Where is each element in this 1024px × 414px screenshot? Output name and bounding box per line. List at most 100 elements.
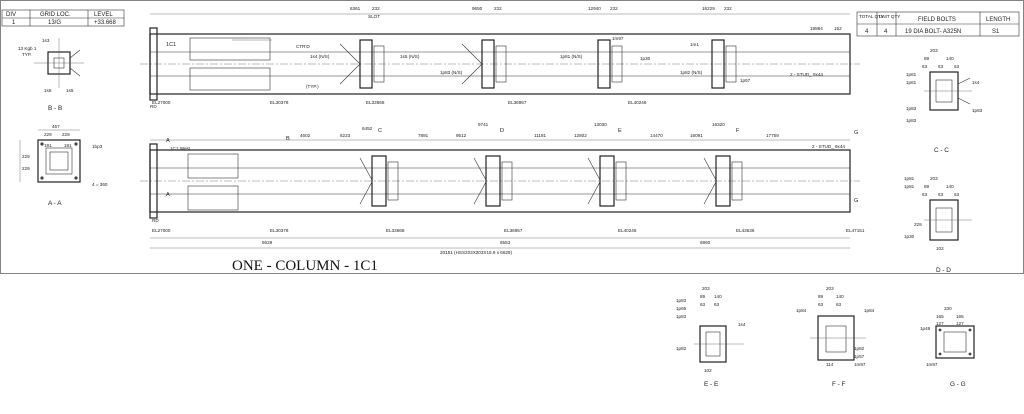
drawing-title: ONE - COLUMN - 1C1: [232, 258, 378, 274]
table-cell-bolts: 19 DIA BOLT- A325N: [905, 29, 961, 35]
aa-dim-360: 4 = 360: [92, 182, 108, 187]
gg-dim-2: 165: [956, 314, 964, 319]
mid-dim-11: 16320: [712, 122, 725, 127]
table-header-bolts: FIELD BOLTS: [918, 17, 956, 23]
conn-top-1: [339, 39, 385, 89]
top-dim-2: 9650: [472, 6, 483, 11]
ff-dim-5: 1p84: [796, 308, 807, 313]
bb-note-kgb: 13 Kgb 1: [18, 46, 37, 51]
conn-bot-1: [359, 155, 399, 207]
cut-marker-e: E: [618, 128, 622, 134]
top-dim-8: 19884: [810, 26, 823, 31]
gg-dim-1: 165: [936, 314, 944, 319]
aa-dim-229a: 229: [44, 132, 52, 137]
cc-dim-3: 63: [922, 64, 928, 69]
cc-dim-10: 1s4: [972, 80, 980, 85]
ee-dim-9: 102: [704, 368, 712, 373]
dd-dim-5: 63: [954, 192, 960, 197]
aa-dim-229d: 229: [22, 166, 30, 171]
elevation-top: 6361 232 9650 232 12940 232 16229 232 19…: [140, 6, 860, 109]
el-bot-2: EL33668: [386, 228, 405, 233]
section-label-bb: B - B: [48, 105, 62, 112]
hss-label: 20151 (HSS203X203X15.9 x 6629): [440, 250, 512, 255]
table-header-grid: GRID LOC.: [40, 12, 71, 18]
cc-dim-6: 1p81: [906, 72, 917, 77]
gg-dim-5: 1p48: [920, 326, 931, 331]
ee-dim-1: 89: [700, 294, 706, 299]
el-top-0: EL27000: [152, 100, 171, 105]
bot-dim-0: 6629: [262, 240, 273, 245]
note-1m97: 1m97: [612, 36, 624, 41]
division-table: DIV GRID LOC. LEVEL 1 13/G +33.668: [1, 9, 125, 27]
cc-dim-7: 1p81: [906, 80, 917, 85]
note-1m1: 1m1: [690, 42, 699, 47]
el-bot-5: EL43536: [736, 228, 755, 233]
section-e-e: 203 89 140 63 63 1p83 1p65 1p83 1p82 102…: [676, 286, 746, 388]
typ-label: (TYP.): [306, 84, 319, 89]
table-header-total: TOTAL QTY: [859, 14, 884, 19]
aa-dim-229b: 229: [62, 132, 70, 137]
table-cell-grid: 13/G: [48, 20, 61, 26]
bb-note-1s3: 1s3: [42, 38, 50, 43]
ff-dim-10: 1m97: [854, 362, 866, 367]
mid-dim-6: 11181: [534, 133, 547, 138]
section-label-ff: F - F: [832, 381, 846, 388]
section-c-c: 203 89 140 63 63 63 1p81 1p81 1p83 1p83 …: [906, 48, 983, 154]
note-1s5: 1s5 (N/S): [400, 54, 420, 59]
stud-top: 2 - STUD_ 9x44: [790, 72, 823, 77]
ff-dim-8: 1p82: [854, 346, 865, 351]
mid-dim-1: 6223: [340, 133, 351, 138]
conn-bot-4: [703, 155, 743, 207]
dd-dim-4: 63: [938, 192, 944, 197]
top-dim-1: 232: [372, 6, 380, 11]
field-bolts-table: TOTAL QTY UNIT QTY FIELD BOLTS LENGTH 4 …: [856, 11, 1020, 37]
ctrd-label: CTR'D: [296, 44, 310, 49]
section-d-d: 203 89 140 63 63 63 1p81 1p81 1p30 102 2…: [904, 176, 972, 274]
dd-dim-3: 63: [922, 192, 928, 197]
bb-note-1s5b: 1s5: [66, 88, 74, 93]
conn-bot-2: [473, 155, 513, 207]
mid-dim-3: 7891: [418, 133, 429, 138]
mid-dim-8: 13030: [594, 122, 607, 127]
ee-dim-8: 1p82: [676, 346, 687, 351]
mid-dim-5: 9741: [478, 122, 489, 127]
dd-dim-10: 229: [914, 222, 922, 227]
mid-dim-4: 9512: [456, 133, 467, 138]
dd-dim-0: 203: [930, 176, 938, 181]
bot-dim-1: 6553: [500, 240, 511, 245]
cc-dim-9: 1p83: [906, 118, 917, 123]
top-dim-3: 232: [494, 6, 502, 11]
top-dim-0: 6361: [350, 6, 361, 11]
table-header-unit: UNIT QTY: [879, 14, 900, 19]
gg-dim-3: 127: [936, 321, 944, 326]
note-1p83: 1p83 (N/S): [440, 70, 463, 75]
mark-1c1: 1C1: [166, 42, 176, 48]
cut-marker-g-bot: G: [854, 198, 858, 204]
section-label-dd: D - D: [936, 267, 951, 274]
section-label-aa: A - A: [48, 200, 62, 207]
dd-dim-8: 1p30: [904, 234, 915, 239]
ff-dim-4: 63: [836, 302, 842, 307]
dd-dim-1: 89: [924, 184, 930, 189]
cc-dim-1: 89: [924, 56, 930, 61]
bb-note-1s5a: 1s5: [44, 88, 52, 93]
section-a-a: 457 229 229 191 191 229 229 4 = 360 1bp3…: [19, 124, 108, 207]
aa-dim-191a: 191: [44, 143, 52, 148]
cc-dim-8: 1p83: [906, 106, 917, 111]
section-g-g: 330 165 165 127 127 1p48 1m97 G - G: [920, 306, 975, 388]
cut-marker-b: B: [286, 136, 290, 142]
slot-label: SLOT: [368, 14, 380, 19]
conn-top-4: [711, 39, 737, 89]
ff-dim-6: 1p84: [864, 308, 875, 313]
section-label-gg: G - G: [950, 381, 966, 388]
top-dim-4: 12940: [588, 6, 601, 11]
aa-dim-bp3: 1bp3: [92, 144, 103, 149]
cc-dim-5: 63: [954, 64, 960, 69]
note-1p30: 1p30: [640, 56, 651, 61]
table-cell-level: +33.668: [94, 20, 117, 26]
ee-dim-3: 63: [700, 302, 706, 307]
conn-top-2: [461, 39, 507, 89]
cc-dim-4: 63: [938, 64, 944, 69]
